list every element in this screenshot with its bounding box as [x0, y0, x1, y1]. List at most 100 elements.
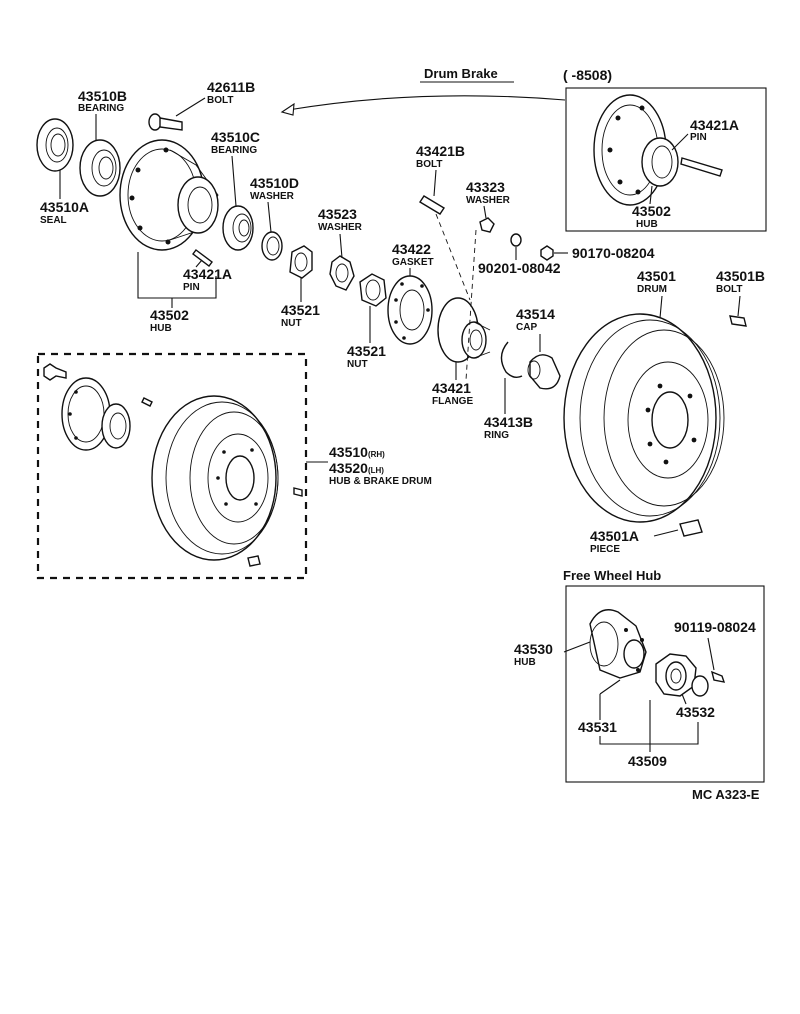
- leader-43323: [483, 205, 487, 219]
- part-number-43501: 43501: [637, 268, 676, 284]
- ring-43413B-drawing: [500, 341, 523, 379]
- inset-box: [565, 87, 767, 232]
- hub-brake-drum-assembly-drawing: [43, 363, 303, 567]
- part-name-gasket: GASKET: [392, 257, 434, 268]
- bearing-43510C-drawing: [222, 205, 254, 251]
- part-name-pin-inset: PIN: [690, 132, 707, 143]
- bolt-43501B-drawing: [729, 315, 747, 327]
- inset-arrow-head: [280, 102, 295, 116]
- hub-43502-drawing: [119, 139, 219, 251]
- inset-arrow-line: [287, 95, 566, 111]
- part-number-43510B: 43510B: [78, 88, 127, 104]
- part-number-43413B: 43413B: [484, 414, 533, 430]
- leader-43421A-inset: [671, 133, 689, 151]
- nut-43521-a-drawing: [289, 245, 313, 279]
- bracket-43509: [599, 722, 699, 745]
- bolt-43421B-drawing: [419, 195, 445, 215]
- part-number-43421B: 43421B: [416, 143, 465, 159]
- nut-43521-b-drawing: [359, 273, 387, 307]
- leader-43421B: [433, 169, 437, 197]
- washer-43510D-drawing: [261, 231, 283, 261]
- part-number-43521-b: 43521: [347, 343, 386, 359]
- leader-43502-inset: [649, 185, 653, 205]
- part-name-washer-d: WASHER: [250, 191, 295, 202]
- part-name-washer-43323: WASHER: [466, 195, 511, 206]
- washer-43523-drawing: [329, 255, 355, 291]
- part-name-bolt-43501B: BOLT: [716, 284, 742, 295]
- drum-43501-drawing: [563, 313, 725, 523]
- washer-path-dashed: [465, 229, 477, 381]
- part-number-43502-main: 43502: [150, 307, 189, 323]
- free-wheel-hub-drawing: [589, 609, 726, 697]
- part-number-43520: 43520: [329, 460, 368, 476]
- flange-43421-drawing: [437, 297, 491, 363]
- part-number-43421A-inset: 43421A: [690, 117, 739, 133]
- hub-bracket-line: [137, 252, 217, 299]
- part-name-flange: FLANGE: [432, 396, 473, 407]
- part-number-43523: 43523: [318, 206, 357, 222]
- leader-43531-tip: [599, 679, 621, 695]
- seal-43510A-drawing: [36, 118, 74, 172]
- part-number-90170-08204: 90170-08204: [572, 245, 655, 261]
- part-number-90201-08042: 90201-08042: [478, 260, 561, 276]
- nut-90170-drawing: [540, 245, 554, 261]
- part-name-nut-b: NUT: [347, 359, 368, 370]
- part-name-washer-43523: WASHER: [318, 222, 363, 233]
- drum-brake-heading: Drum Brake: [424, 66, 498, 81]
- part-name-bolt-42611B: BOLT: [207, 95, 233, 106]
- part-number-43501A: 43501A: [590, 528, 639, 544]
- date-range-label: ( -8508): [563, 67, 612, 83]
- part-number-43521-a: 43521: [281, 302, 320, 318]
- bolt-42611B-drawing: [148, 113, 183, 131]
- bolt-path-dashed: [435, 213, 471, 301]
- suffix-lh: (LH): [368, 466, 384, 475]
- suffix-rh: (RH): [368, 450, 385, 459]
- part-number-43514: 43514: [516, 306, 555, 322]
- free-wheel-hub-box: [565, 585, 765, 783]
- part-number-43422: 43422: [392, 241, 431, 257]
- part-name-piece: PIECE: [590, 544, 620, 555]
- part-name-ring: RING: [484, 430, 509, 441]
- part-number-43532: 43532: [676, 704, 715, 720]
- part-number-43530: 43530: [514, 641, 553, 657]
- part-number-42611B: 42611B: [207, 79, 255, 95]
- part-name-hub-brake-drum: HUB & BRAKE DRUM: [329, 476, 432, 487]
- gasket-43422-drawing: [387, 275, 433, 345]
- leader-43501: [659, 295, 663, 319]
- piece-43501A-drawing: [679, 519, 703, 537]
- part-number-43510D: 43510D: [250, 175, 299, 191]
- part-name-seal: SEAL: [40, 215, 67, 226]
- leader-90119: [707, 637, 715, 671]
- part-number-43510A: 43510A: [40, 199, 89, 215]
- part-number-43509: 43509: [628, 753, 667, 769]
- part-number-90119-08024: 90119-08024: [674, 619, 756, 635]
- washer-90201-drawing: [510, 233, 522, 247]
- part-name-drum: DRUM: [637, 284, 667, 295]
- leader-43501B: [737, 295, 741, 317]
- free-wheel-hub-heading: Free Wheel Hub: [563, 568, 661, 583]
- part-name-hub-inset: HUB: [636, 219, 658, 230]
- part-number-43531: 43531: [578, 719, 617, 735]
- part-number-43421: 43421: [432, 380, 471, 396]
- part-number-43502-inset: 43502: [632, 203, 671, 219]
- part-number-43421A-main: 43421A: [183, 266, 232, 282]
- washer-43323-drawing: [479, 217, 495, 233]
- part-name-hub-43530: HUB: [514, 657, 536, 668]
- part-number-43510C: 43510C: [211, 129, 260, 145]
- part-name-bearing-c: BEARING: [211, 145, 257, 156]
- part-number-43501B: 43501B: [716, 268, 765, 284]
- inset-hub-drawing: [593, 94, 723, 206]
- leader-43501A: [653, 529, 679, 537]
- part-name-cap: CAP: [516, 322, 537, 333]
- leader-43523: [339, 233, 343, 259]
- part-name-bolt-43421B: BOLT: [416, 159, 442, 170]
- leader-42611B: [175, 97, 206, 117]
- hub-brake-drum-dashed-box: [36, 352, 308, 580]
- part-name-bearing-b: BEARING: [78, 103, 124, 114]
- leader-43532: [681, 693, 687, 705]
- part-number-43323: 43323: [466, 179, 505, 195]
- leader-43510D: [267, 201, 272, 233]
- leader-43510C: [231, 155, 237, 207]
- diagram-code: MC A323-E: [692, 787, 760, 802]
- part-number-43510: 43510: [329, 444, 368, 460]
